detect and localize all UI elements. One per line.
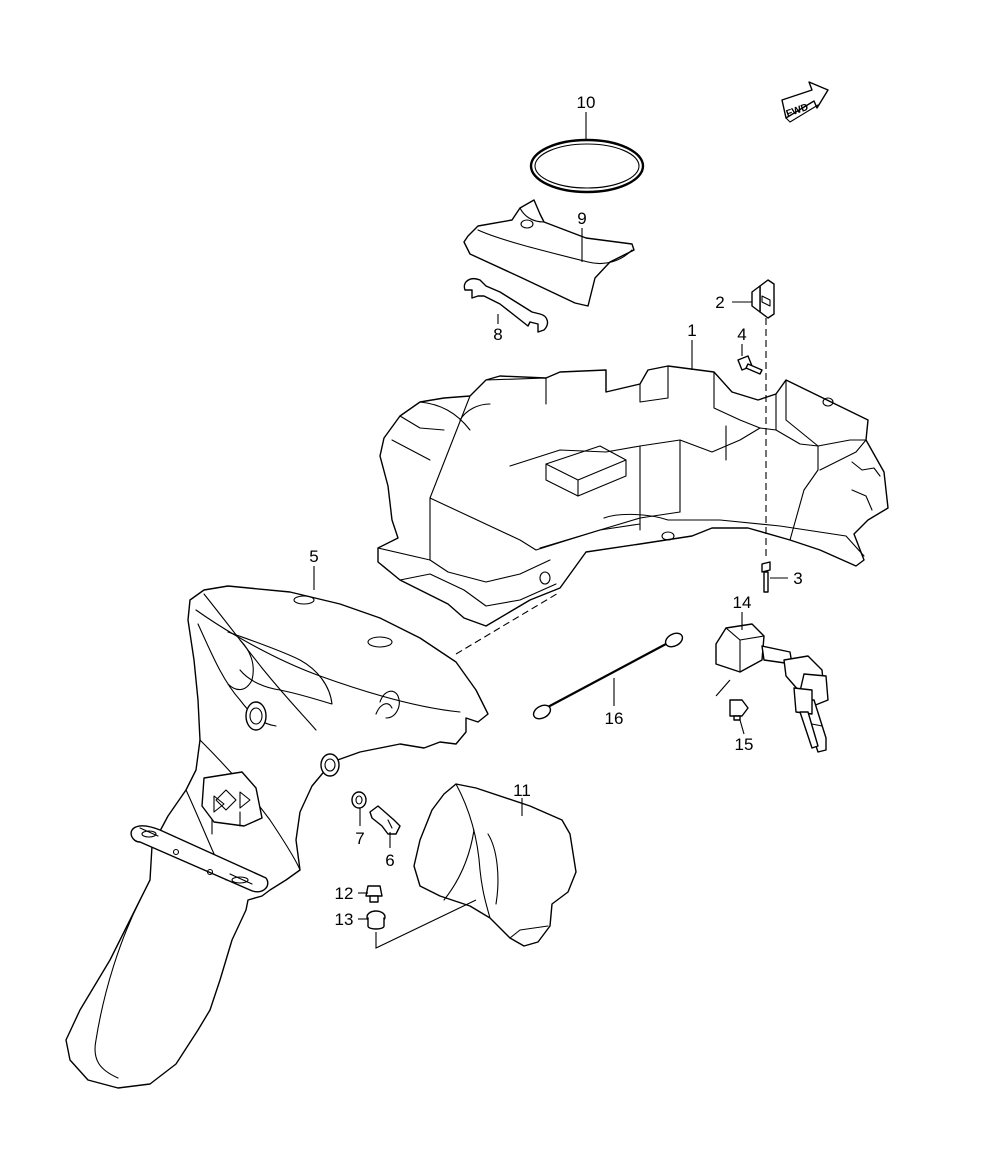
part-wrench [463, 278, 549, 333]
callout-9[interactable]: 9 [577, 209, 586, 228]
assembly-line-fender [455, 591, 561, 655]
callout-13[interactable]: 13 [335, 910, 354, 929]
part-pin [761, 561, 771, 593]
callout-5[interactable]: 5 [309, 547, 318, 566]
callout-3[interactable]: 3 [793, 569, 802, 588]
part-bolt-6 [369, 805, 401, 835]
callout-6[interactable]: 6 [385, 851, 394, 870]
fwd-arrow-icon: FWD [781, 81, 829, 123]
part-cable [532, 632, 684, 720]
part-band [529, 138, 645, 194]
part-clip [751, 279, 775, 319]
part-screw-4 [737, 355, 763, 375]
callout-11[interactable]: 11 [513, 781, 531, 800]
part-storage-tray [377, 365, 889, 627]
callout-14[interactable]: 14 [733, 593, 752, 612]
callout-1[interactable]: 1 [687, 321, 696, 340]
part-rear-fender [65, 585, 489, 1089]
part-screw-12 [365, 885, 383, 903]
part-washer [351, 791, 367, 809]
callout-15[interactable]: 15 [735, 735, 754, 754]
callout-10[interactable]: 10 [577, 93, 596, 112]
leader-lines [313, 112, 788, 949]
callout-7[interactable]: 7 [355, 829, 364, 848]
callout-8[interactable]: 8 [493, 325, 502, 344]
part-mud-guard [413, 783, 577, 947]
callout-2[interactable]: 2 [715, 293, 724, 312]
part-seat-lock [715, 623, 829, 753]
callout-16[interactable]: 16 [605, 709, 624, 728]
callout-4[interactable]: 4 [737, 325, 746, 344]
part-screw-15 [729, 699, 749, 721]
callout-12[interactable]: 12 [335, 884, 354, 903]
part-nut [366, 910, 386, 930]
